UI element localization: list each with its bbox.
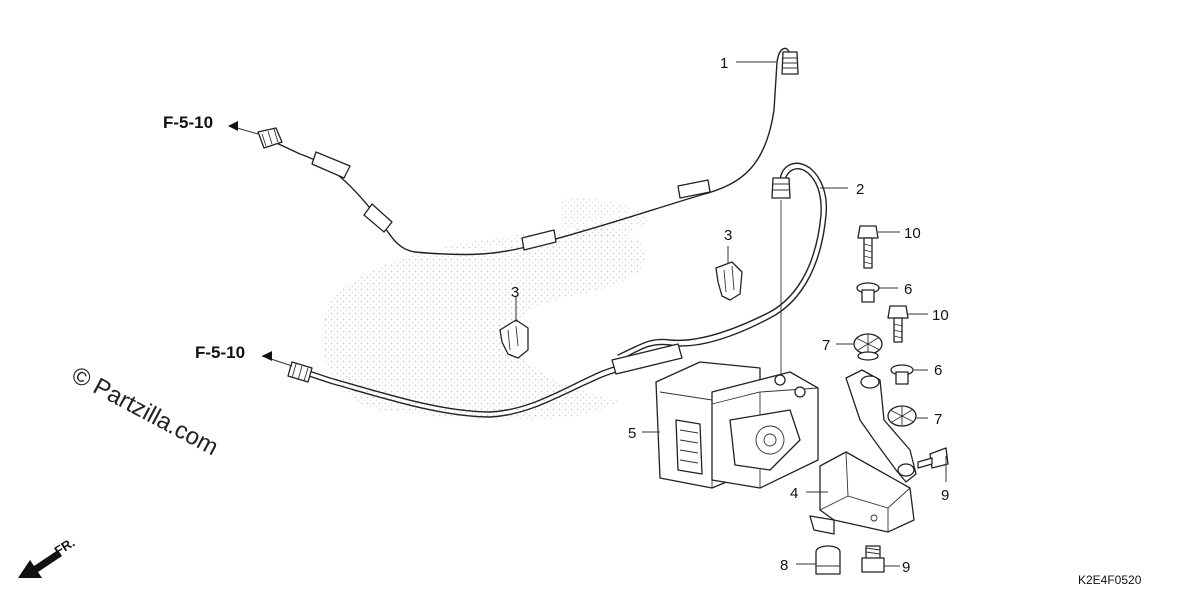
leader-lines xyxy=(229,61,947,567)
abs-modulator xyxy=(655,361,819,489)
callout-9-side[interactable]: 9 xyxy=(941,487,949,504)
callout-4[interactable]: 4 xyxy=(790,485,798,502)
pipe-clip-upper xyxy=(715,261,743,301)
watermark: © Partzilla.com xyxy=(67,361,222,461)
front-arrow-icon xyxy=(18,550,62,578)
callout-7-upper[interactable]: 7 xyxy=(822,337,830,354)
callout-10-middle[interactable]: 10 xyxy=(932,307,949,324)
bolt-middle xyxy=(887,305,909,343)
brake-pipe-lower xyxy=(287,343,683,418)
diagram-code: K2E4F0520 xyxy=(1078,573,1142,587)
ref-label-upper[interactable]: F-5-10 xyxy=(163,113,213,132)
collar-upper xyxy=(856,282,880,303)
cap xyxy=(815,545,841,575)
arrow-left-icon xyxy=(262,351,272,361)
callout-6-lower[interactable]: 6 xyxy=(934,362,942,379)
brake-pipe-upper xyxy=(257,41,799,256)
pipe-clip-lower xyxy=(499,319,529,359)
callout-10-upper[interactable]: 10 xyxy=(904,225,921,242)
callout-9-bottom[interactable]: 9 xyxy=(902,559,910,576)
grommet-lower xyxy=(887,405,917,427)
bolt-side xyxy=(917,447,949,469)
callout-3-lower[interactable]: 3 xyxy=(511,284,519,301)
grommet-upper xyxy=(853,333,883,361)
arrow-left-icon xyxy=(228,121,238,131)
abs-bracket xyxy=(809,369,917,535)
callout-5[interactable]: 5 xyxy=(628,425,636,442)
bolt-bottom xyxy=(861,545,885,573)
front-direction-indicator: FR. xyxy=(18,535,77,578)
callout-8[interactable]: 8 xyxy=(780,557,788,574)
collar-lower xyxy=(890,364,914,385)
ref-label-lower[interactable]: F-5-10 xyxy=(195,343,245,362)
brake-pipe-2 xyxy=(617,162,828,376)
callout-3-upper[interactable]: 3 xyxy=(724,227,732,244)
callout-1[interactable]: 1 xyxy=(720,55,728,72)
bolt-upper xyxy=(857,225,879,269)
callout-7-lower[interactable]: 7 xyxy=(934,411,942,428)
callout-2[interactable]: 2 xyxy=(856,181,864,198)
background-shading xyxy=(322,198,650,420)
callout-6-upper[interactable]: 6 xyxy=(904,281,912,298)
